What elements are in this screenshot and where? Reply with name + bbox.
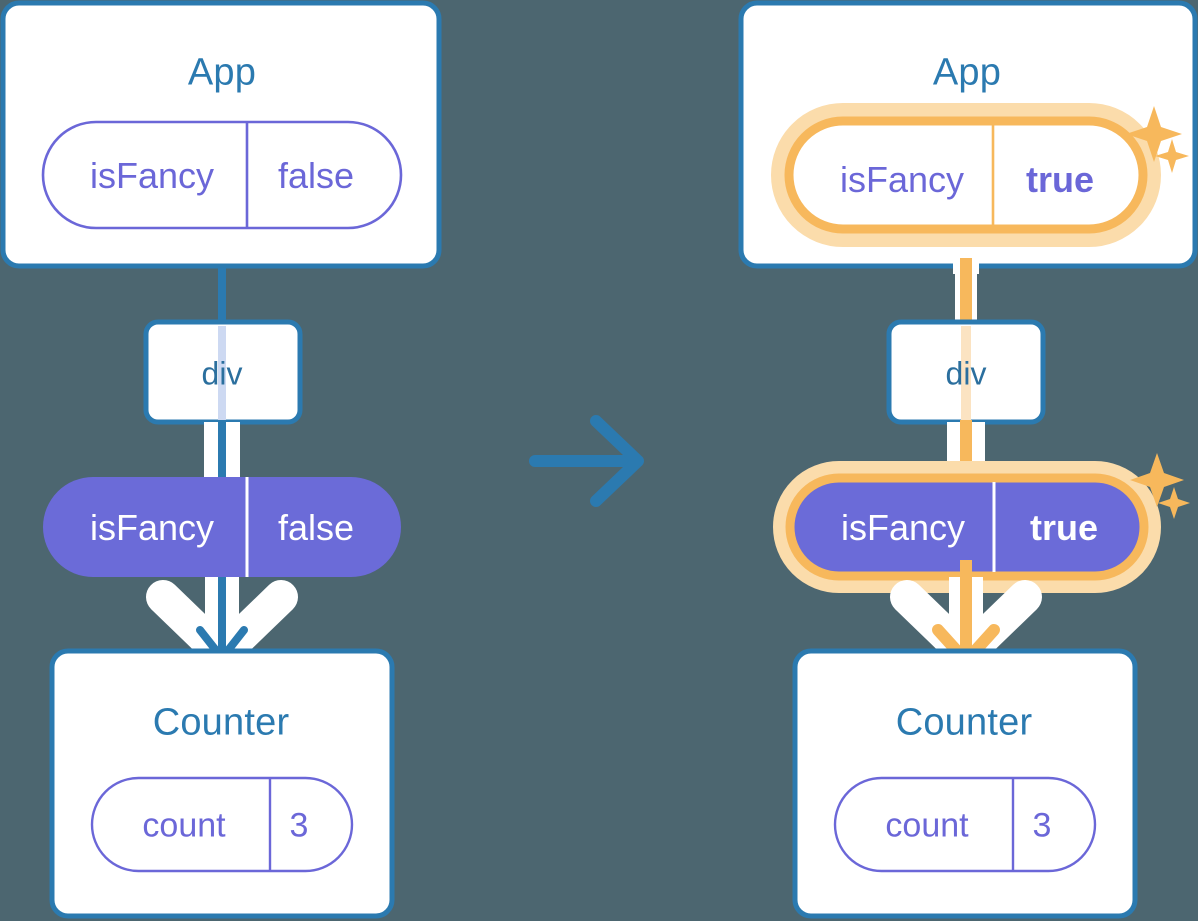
arrow-right-icon: [529, 415, 644, 507]
sparkle-large-icon: [1130, 453, 1184, 507]
left-app-state-pill[interactable]: [41, 120, 403, 230]
sparkle-small-icon: [1158, 487, 1190, 519]
sparkle-small-icon: [1155, 139, 1189, 173]
right-connector-border-gap: [953, 258, 979, 330]
right-app-sparkles: [1126, 106, 1189, 173]
right-counter-state-pill[interactable]: [833, 776, 1097, 873]
sparkle-large-icon: [1126, 106, 1182, 162]
left-counter-state-pill[interactable]: [90, 776, 354, 873]
left-connector-stem: [218, 266, 226, 326]
right-div-box: [886, 319, 1046, 425]
left-prop-pill[interactable]: [43, 477, 401, 577]
right-app-state-pill[interactable]: [771, 103, 1161, 247]
right-prop-sparkles: [1130, 453, 1190, 519]
left-div-box: [143, 319, 303, 425]
